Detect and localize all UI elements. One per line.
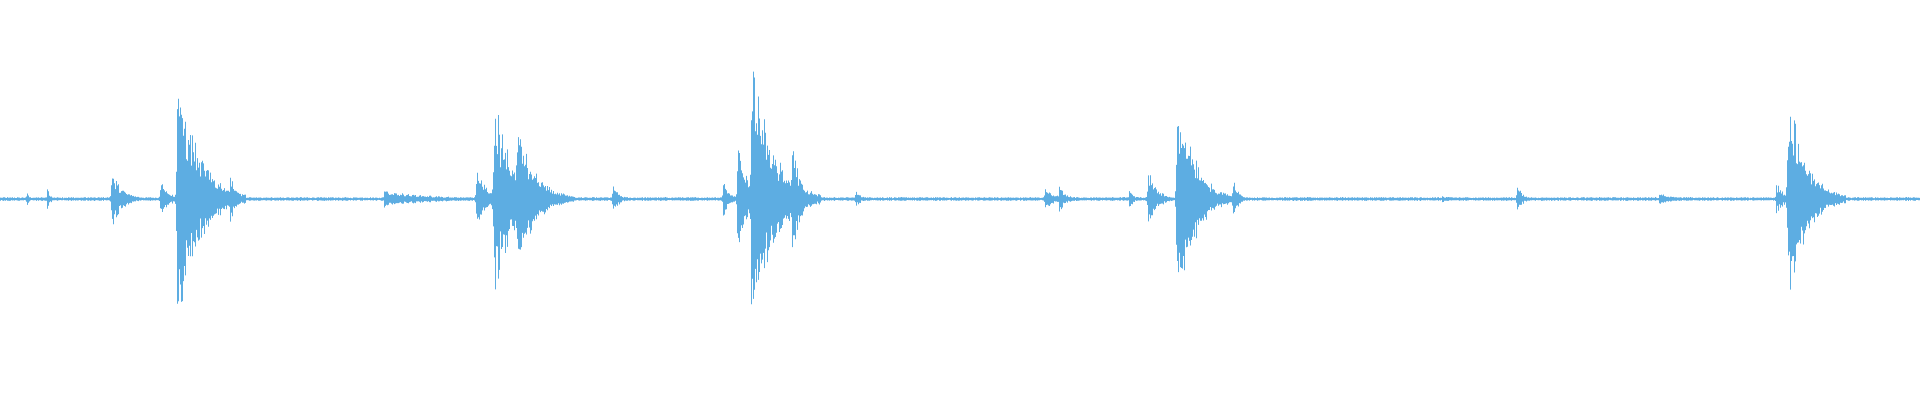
waveform-trace	[0, 71, 1920, 305]
